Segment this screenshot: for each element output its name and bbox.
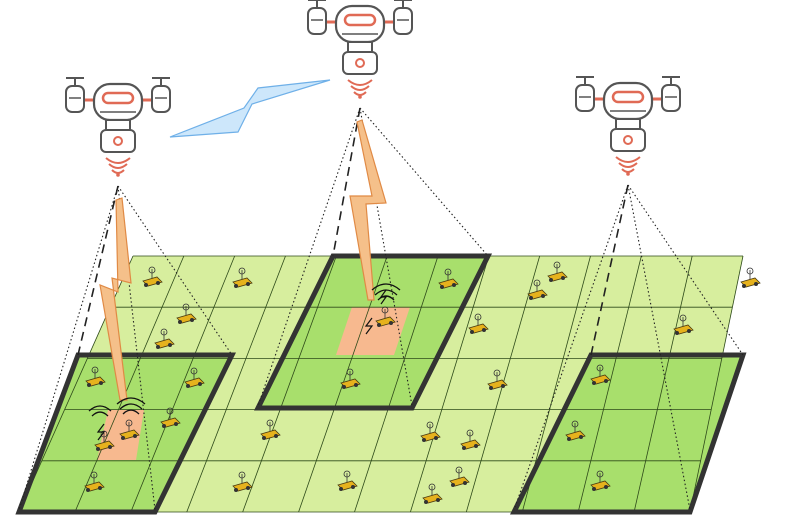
grid-col-line [186,255,286,513]
grid-col-line [130,255,236,513]
lightning-link-center [349,119,387,301]
grid-col-line [577,255,642,513]
grid-col-line [689,255,744,513]
cluster-border-left [15,352,237,515]
beam-center-lines [77,107,629,356]
coverage-cones [18,107,744,511]
grid-col-line [354,255,439,513]
wireless-signal-icon [88,283,401,417]
grid-col-line [633,255,693,513]
ground-device-icon [740,267,761,289]
cluster-area-right [514,355,743,512]
uav-drone-icon [574,75,682,178]
cluster-border-right [509,352,747,515]
small-lightning-icon [96,289,388,441]
cluster-border-center [253,253,493,411]
uav-drone-icon [64,76,172,179]
uav-drone-icon [306,0,414,101]
grid-col-line [74,255,185,513]
grid-col-line [410,255,490,513]
lightning-link-left [99,197,132,401]
grid-col-line [242,255,337,513]
uav-to-uav-link [169,79,331,138]
